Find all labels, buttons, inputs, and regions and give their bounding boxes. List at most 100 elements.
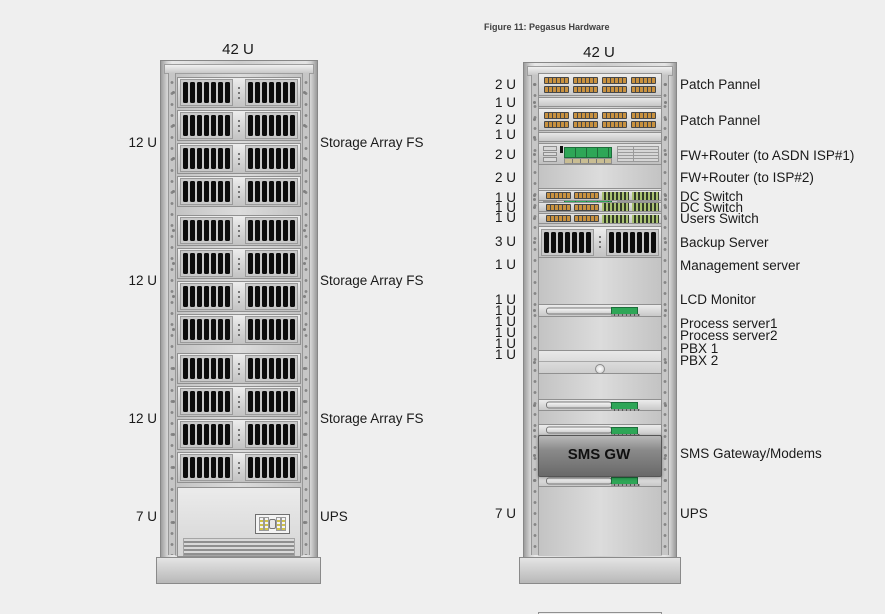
port-group: [574, 215, 599, 222]
tray-divider-dots: [238, 119, 240, 132]
right-device-label: Patch Pannel: [680, 77, 761, 92]
rj45-port: [590, 121, 593, 127]
rj45-port: [648, 121, 651, 127]
right-device-label: PBX 1: [680, 341, 719, 356]
drive-slot: [255, 319, 260, 340]
drive-slot: [623, 231, 628, 253]
rj45-port: [594, 86, 597, 92]
drive-slot: [290, 319, 295, 340]
drive-slot: [644, 231, 649, 253]
right-device-label: FW+Router (to ISP#2): [680, 170, 814, 185]
right-device-label: FW+Router (to ASDN ISP#1): [680, 148, 855, 163]
dot: [238, 190, 240, 193]
rj45-port: [594, 77, 597, 83]
rj45-port: [559, 204, 562, 210]
rj45-port: [644, 77, 647, 83]
rack-rail-right: [661, 75, 669, 555]
drive-slot: [255, 82, 260, 103]
rj45-port: [619, 86, 622, 92]
storage-tray: [172, 452, 306, 483]
rj45-port: [640, 86, 643, 92]
rj45-port: [603, 86, 606, 92]
rj45-port: [582, 121, 585, 127]
rj45-port: [582, 112, 585, 118]
drive-slot: [269, 358, 274, 379]
rj45-port: [615, 121, 618, 127]
lcd-monitor: [533, 350, 667, 374]
led-bank: [632, 214, 659, 223]
rj45-port: [561, 77, 564, 83]
drive-slot: [248, 82, 253, 103]
rj45-port: [547, 193, 550, 198]
sms-gw-box-label: SMS GW: [567, 446, 631, 463]
rj45-port: [611, 121, 614, 127]
drive-slot: [197, 391, 202, 412]
drive-slot: [262, 148, 267, 169]
rj45-port: [574, 121, 577, 127]
left-size-label: 12 U: [128, 135, 157, 150]
rj45-port: [578, 86, 581, 92]
drive-slot: [197, 358, 202, 379]
port-group: [631, 85, 656, 93]
drive-slot: [283, 115, 288, 136]
notch: [560, 146, 563, 153]
right-size-label: 7 U: [494, 506, 516, 521]
rj45-port: [563, 193, 566, 198]
rj45-port: [636, 112, 639, 118]
storage-tray: [172, 314, 306, 345]
led-column: [275, 517, 281, 531]
drive-slot: [255, 115, 260, 136]
drive-slot: [262, 358, 267, 379]
rj45-port: [611, 86, 614, 92]
drive-slot: [283, 148, 288, 169]
rj45-port: [587, 204, 590, 210]
drive-slot: [204, 424, 209, 445]
storage-tray: [172, 419, 306, 450]
rj45-port: [652, 77, 655, 83]
right-size-label: 1 U: [494, 314, 516, 329]
rj45-port: [574, 77, 577, 83]
drive-slot: [211, 358, 216, 379]
right-size-label: 1 U: [494, 336, 516, 351]
rj45-port: [587, 216, 590, 221]
tray-divider-dots: [238, 152, 240, 165]
drive-slot: [248, 391, 253, 412]
drive-slot: [211, 148, 216, 169]
drive-slot: [190, 424, 195, 445]
connector-strip: [611, 484, 640, 486]
right-size-label: 1 U: [494, 325, 516, 340]
drive-slot: [283, 82, 288, 103]
drive-slot: [225, 319, 230, 340]
drive-slot: [183, 148, 188, 169]
dot: [238, 86, 240, 89]
drive-slot: [255, 358, 260, 379]
drive-slot: [190, 319, 195, 340]
drive-slot: [276, 148, 281, 169]
left-device-label: Storage Array FS: [320, 411, 424, 426]
drive-slot: [197, 424, 202, 445]
drive-slot: [283, 220, 288, 241]
drive-slot: [190, 181, 195, 202]
left-size-label: 12 U: [128, 273, 157, 288]
dot: [238, 295, 240, 298]
drive-slot: [290, 253, 295, 274]
drive-slot: [276, 391, 281, 412]
drive-slot: [283, 253, 288, 274]
drive-slot: [290, 358, 295, 379]
rj45-port: [555, 204, 558, 210]
drive-slot: [551, 231, 556, 253]
dot: [238, 466, 240, 469]
port-group: [602, 120, 627, 128]
drive-slot-group: [245, 217, 298, 244]
dot: [238, 129, 240, 132]
right-size-label: 1 U: [494, 347, 516, 362]
dot: [238, 229, 240, 232]
rj45-port: [595, 216, 598, 221]
rj45-port: [591, 216, 594, 221]
drive-slot: [197, 82, 202, 103]
drive-slot: [204, 82, 209, 103]
rj45-port: [551, 216, 554, 221]
rj45-port: [636, 121, 639, 127]
right-size-label: 1 U: [494, 127, 516, 142]
drive-slot-group: [180, 316, 233, 343]
